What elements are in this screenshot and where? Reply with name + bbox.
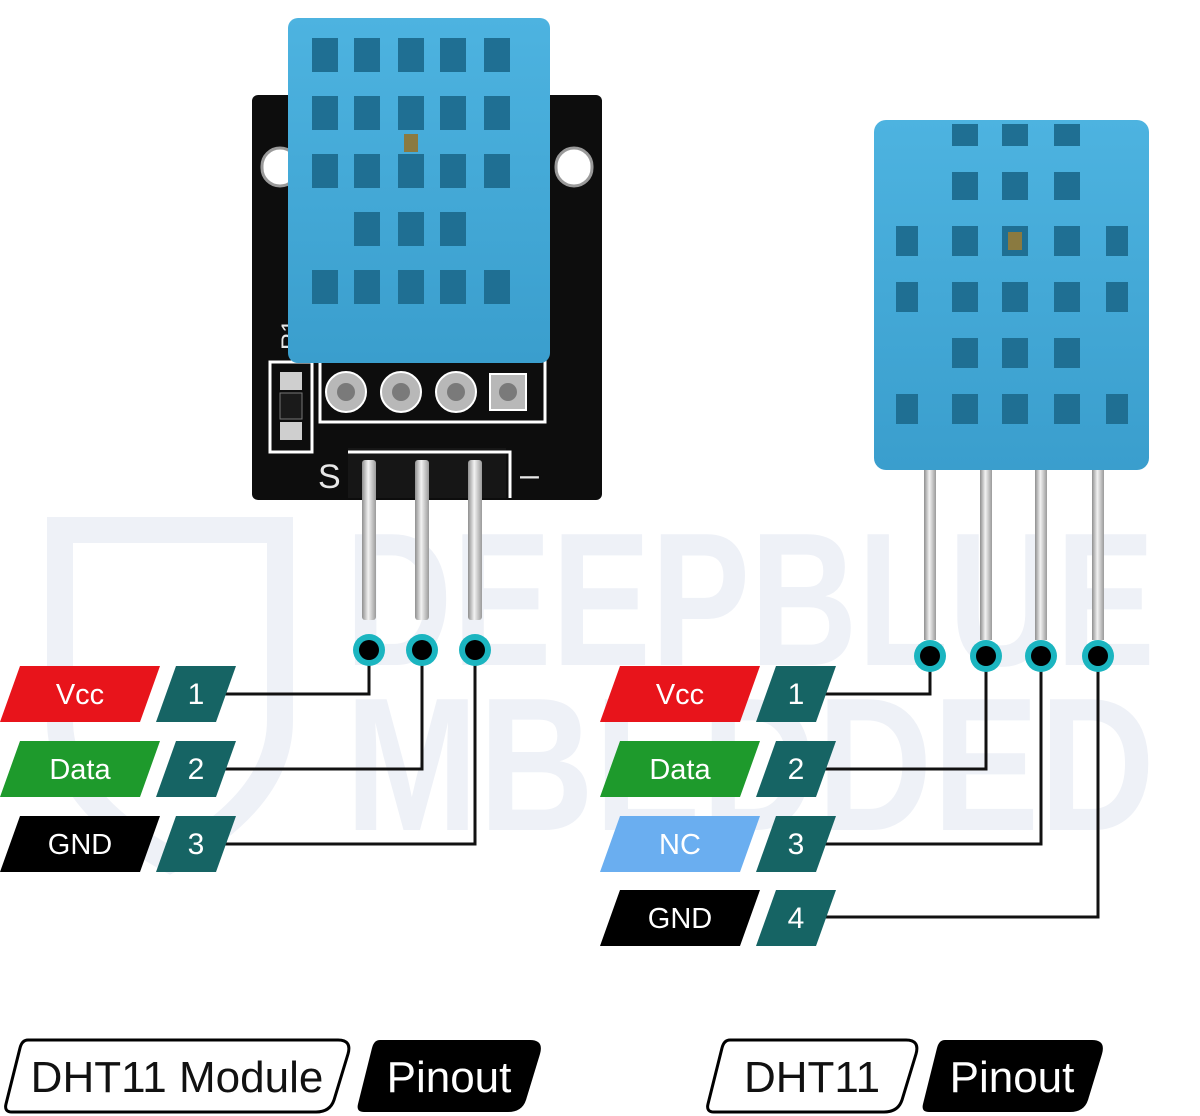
pin-label-text: Vcc	[56, 679, 104, 711]
module-title: DHT11 Module	[31, 1053, 324, 1102]
module-wire-2	[222, 652, 424, 771]
module-pin-row: Vcc 1	[0, 666, 236, 722]
sensor-wire-4	[822, 658, 1100, 919]
sensor-pin-row: GND 4	[600, 890, 836, 946]
sensor-image	[874, 120, 1149, 640]
pin-label-tag	[600, 816, 760, 872]
sensor-housing	[874, 120, 1149, 470]
module-sensor-housing	[288, 18, 550, 363]
pin-number-text: 1	[188, 678, 205, 711]
pin-number-tag	[756, 890, 836, 946]
pin-number-tag	[156, 816, 236, 872]
module-wire-3	[222, 652, 477, 846]
module-pin-dot	[459, 634, 491, 666]
module-board-image: R1 S –	[252, 18, 602, 620]
sensor-pin-row: NC 3	[600, 816, 836, 872]
pin-label-text: NC	[659, 829, 701, 861]
pin-label-text: Vcc	[656, 679, 704, 711]
sensor-pin-dot	[1025, 640, 1057, 672]
pin-number-tag	[756, 816, 836, 872]
pin-label-text: Data	[49, 754, 111, 786]
module-header-pins	[362, 460, 482, 620]
module-pin-row: GND 3	[0, 816, 236, 872]
module-silkscreen-minus: –	[520, 456, 539, 494]
pin-label-text: Data	[649, 754, 711, 786]
module-pin-dot	[353, 634, 385, 666]
sensor-pin-dot	[1082, 640, 1114, 672]
module-silkscreen-s: S	[318, 458, 341, 496]
pin-number-text: 2	[188, 753, 205, 786]
module-mount-hole-right	[554, 146, 594, 188]
pin-label-tag	[600, 666, 760, 722]
pin-label-tag	[0, 816, 160, 872]
pin-label-text: GND	[648, 903, 712, 935]
module-pin-dots	[353, 634, 491, 666]
sensor-title-group: DHT11 Pinout	[706, 1038, 1103, 1114]
pin-number-text: 3	[788, 828, 805, 861]
pin-number-tag	[156, 666, 236, 722]
module-title-group: DHT11 Module Pinout	[4, 1038, 541, 1114]
sensor-leads	[924, 460, 1104, 640]
sensor-pin-dot	[970, 640, 1002, 672]
pin-number-tag	[156, 741, 236, 797]
sensor-pin-dots	[914, 640, 1114, 672]
sensor-pinout-badge	[922, 1040, 1103, 1112]
pin-number-text: 4	[788, 902, 805, 935]
module-pin-row: Data 2	[0, 741, 236, 797]
pin-number-tag	[756, 741, 836, 797]
pin-label-tag	[600, 741, 760, 797]
module-title-box	[4, 1038, 351, 1114]
sensor-wire-2	[822, 658, 988, 771]
pin-label-tag	[600, 890, 760, 946]
pin-number-text: 2	[788, 753, 805, 786]
sensor-pin-row: Data 2	[600, 741, 836, 797]
pin-number-tag	[756, 666, 836, 722]
pin-label-tag	[0, 741, 160, 797]
pin-label-tag	[0, 666, 160, 722]
module-pinout-badge-text: Pinout	[387, 1053, 512, 1102]
sensor-wire-3	[822, 658, 1043, 846]
pin-number-text: 1	[788, 678, 805, 711]
pin-label-text: GND	[48, 829, 112, 861]
module-pin-list: Vcc 1 Data 2 GND 3	[0, 666, 236, 872]
module-solder-pads	[325, 371, 527, 413]
module-pin-dot	[406, 634, 438, 666]
module-pinout-badge	[357, 1040, 541, 1112]
sensor-pin-row: Vcc 1	[600, 666, 836, 722]
sensor-pinout-badge-text: Pinout	[950, 1053, 1075, 1102]
sensor-title-box	[706, 1038, 919, 1114]
sensor-title: DHT11	[744, 1053, 880, 1102]
sensor-pin-dot	[914, 640, 946, 672]
sensor-pin-list: Vcc 1 Data 2 NC 3 GND 4	[600, 666, 836, 946]
pin-number-text: 3	[188, 828, 205, 861]
